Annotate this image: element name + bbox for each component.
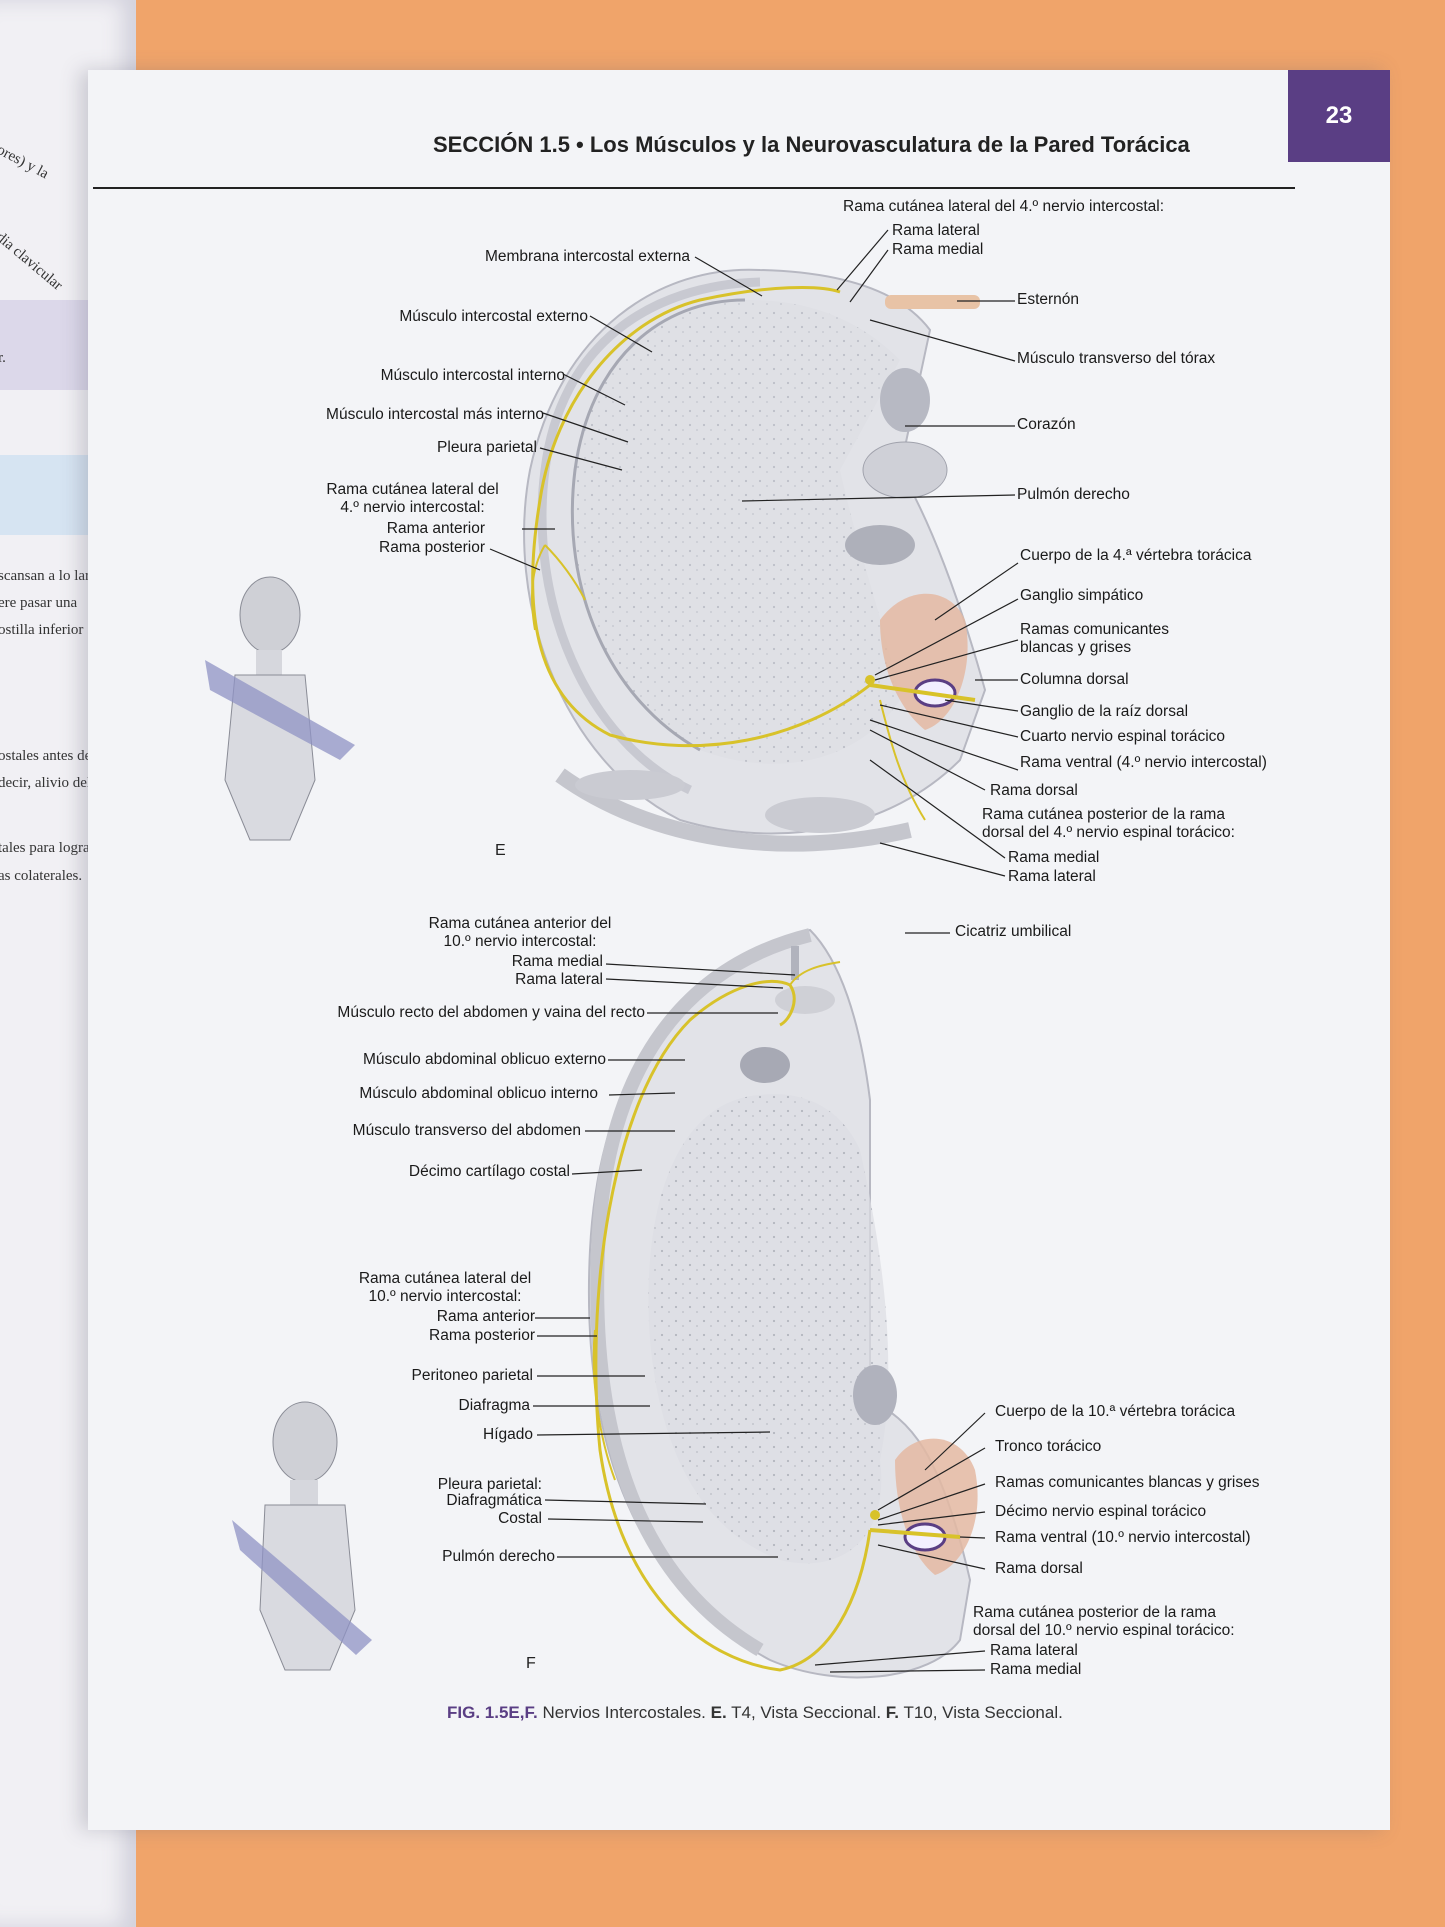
caption-text: T10, Vista Seccional. [903, 1703, 1063, 1722]
label-rama-medial-post-e: Rama medial [1008, 849, 1100, 866]
label-diafragmatica: Diafragmática [446, 1492, 542, 1509]
label-pulmon-derecho-e: Pulmón derecho [1017, 486, 1130, 503]
left-page-text: ostilla inferior [0, 622, 84, 638]
page-number: 23 [1288, 70, 1390, 162]
label-rama-dorsal-f: Rama dorsal [995, 1560, 1083, 1577]
label-membrana-intercostal-externa: Membrana intercostal externa [484, 248, 690, 265]
label-decimo-cartilago: Décimo cartílago costal [408, 1163, 570, 1180]
skeleton-thumbnail-e [205, 576, 355, 841]
label-transverso-abdomen: Músculo transverso del abdomen [352, 1122, 581, 1139]
label-rama-ventral-f: Rama ventral (10.º nervio intercostal) [995, 1529, 1251, 1546]
label-line: 4.º nervio intercostal: [340, 499, 485, 516]
label-rama-dorsal-e: Rama dorsal [990, 782, 1078, 799]
label-ramas-comunicantes-f: Ramas comunicantes blancas y grises [995, 1474, 1260, 1491]
label-line: 10.º nervio intercostal: [443, 933, 597, 950]
label-rama-posterior-f: Rama posterior [429, 1327, 535, 1344]
label-rama-anterior-f: Rama anterior [436, 1308, 535, 1325]
label-line: blancas y grises [1020, 639, 1132, 656]
label-rama-lateral-e: Rama lateral [892, 222, 980, 239]
label-rama-cutanea-lateral-e: Rama cutánea lateral del 4.º nervio inte… [310, 481, 515, 517]
caption-text: T4, Vista Seccional. [731, 1703, 882, 1722]
label-rama-cutanea-anterior-f: Rama cutánea anterior del 10.º nervio in… [410, 915, 630, 951]
label-cicatriz-umbilical: Cicatriz umbilical [955, 923, 1072, 940]
label-oblicuo-interno: Músculo abdominal oblicuo interno [359, 1085, 598, 1102]
label-rama-posterior-e: Rama posterior [379, 539, 485, 556]
caption-f-letter: F. [885, 1703, 900, 1722]
label-line: Rama cutánea anterior del [428, 915, 612, 932]
label-rama-cutanea-lateral-top: Rama cutánea lateral del 4.º nervio inte… [843, 198, 1164, 215]
label-rama-cutanea-posterior-f: Rama cutánea posterior de la rama dorsal… [973, 1604, 1235, 1640]
label-tronco-toracico: Tronco torácico [995, 1438, 1102, 1455]
left-page-text: ostales antes de [0, 748, 92, 764]
label-rama-lateral-post-f: Rama lateral [990, 1642, 1078, 1659]
left-page-text: tales para lograr [0, 840, 95, 856]
label-pleura-parietal-f: Pleura parietal: [437, 1476, 542, 1493]
label-decimo-nervio: Décimo nervio espinal torácico [995, 1503, 1207, 1520]
label-transverso-torax: Músculo transverso del tórax [1017, 350, 1216, 367]
label-cuerpo-vertebra-10: Cuerpo de la 10.ª vértebra torácica [995, 1403, 1236, 1420]
label-line: dorsal del 4.º nervio espinal torácico: [982, 824, 1235, 841]
label-peritoneo-parietal: Peritoneo parietal [411, 1367, 534, 1384]
header-rule [93, 187, 1295, 189]
label-line: Rama cutánea lateral del [358, 1270, 532, 1287]
label-rama-medial-f: Rama medial [511, 953, 603, 970]
figure-f-leader-lines [533, 932, 986, 1673]
label-higado: Hígado [483, 1426, 533, 1443]
label-musculo-intercostal-mas-interno: Músculo intercostal más interno [326, 406, 544, 423]
label-rama-cutanea-posterior-e: Rama cutánea posterior de la rama dorsal… [982, 806, 1235, 842]
label-pulmon-derecho-f: Pulmón derecho [442, 1548, 555, 1565]
label-corazon: Corazón [1017, 416, 1076, 433]
label-rama-anterior-e: Rama anterior [386, 520, 485, 537]
left-page-text: r. [0, 350, 6, 366]
caption-fig-label: FIG. 1.5E,F. [447, 1703, 538, 1722]
left-page-text: ere pasar una [0, 595, 78, 611]
label-esternon: Esternón [1017, 291, 1080, 308]
label-line: Rama cutánea lateral del [326, 481, 499, 498]
panel-letter-f: F [526, 1655, 536, 1672]
label-columna-dorsal: Columna dorsal [1020, 671, 1129, 688]
label-diafragma: Diafragma [458, 1397, 531, 1414]
label-line: dorsal del 10.º nervio espinal torácico: [973, 1622, 1235, 1639]
label-line: Ramas comunicantes [1020, 621, 1170, 638]
label-rama-cutanea-lateral-f: Rama cutánea lateral del 10.º nervio int… [345, 1270, 545, 1306]
label-cuerpo-vertebra-4: Cuerpo de la 4.ª vértebra torácica [1020, 547, 1252, 564]
label-ganglio-simpatico: Ganglio simpático [1020, 587, 1144, 604]
panel-letter-e: E [495, 842, 506, 859]
caption-e-letter: E. [710, 1703, 727, 1722]
label-rama-medial-e: Rama medial [892, 241, 984, 258]
label-line: 10.º nervio intercostal: [368, 1288, 522, 1305]
figure-f-section [587, 928, 978, 1679]
label-musculo-intercostal-interno: Músculo intercostal interno [380, 367, 565, 384]
figure-e-section [523, 268, 987, 852]
left-page-text: scansan a lo larg [0, 568, 98, 584]
figure-caption: FIG. 1.5E,F. Nervios Intercostales. E. T… [447, 1703, 1063, 1723]
label-costal: Costal [498, 1510, 542, 1527]
label-rama-lateral-post-e: Rama lateral [1008, 868, 1096, 885]
left-page-text: as colaterales. [0, 868, 83, 884]
left-page-text: decir, alivio del [0, 775, 92, 791]
label-ganglio-raiz-dorsal: Ganglio de la raíz dorsal [1020, 703, 1189, 720]
label-rama-medial-post-f: Rama medial [990, 1661, 1082, 1678]
label-ramas-comunicantes-e: Ramas comunicantes blancas y grises [1020, 621, 1169, 657]
caption-text: Nervios Intercostales. [542, 1703, 706, 1722]
label-line: Rama cutánea posterior de la rama [973, 1604, 1216, 1621]
label-rama-ventral-e: Rama ventral (4.º nervio intercostal) [1020, 754, 1267, 771]
skeleton-thumbnail-f [232, 1401, 372, 1671]
section-title: SECCIÓN 1.5 • Los Músculos y la Neurovas… [433, 132, 1190, 157]
label-cuarto-nervio: Cuarto nervio espinal torácico [1020, 728, 1226, 745]
label-rama-lateral-f: Rama lateral [515, 971, 603, 988]
label-oblicuo-externo: Músculo abdominal oblicuo externo [363, 1051, 606, 1068]
label-recto-abdomen: Músculo recto del abdomen y vaina del re… [337, 1004, 645, 1021]
label-pleura-parietal: Pleura parietal [437, 439, 537, 456]
label-musculo-intercostal-externo: Músculo intercostal externo [399, 308, 588, 325]
figure-e-leader-lines [489, 229, 1019, 877]
label-line: Rama cutánea posterior de la rama [982, 806, 1225, 823]
